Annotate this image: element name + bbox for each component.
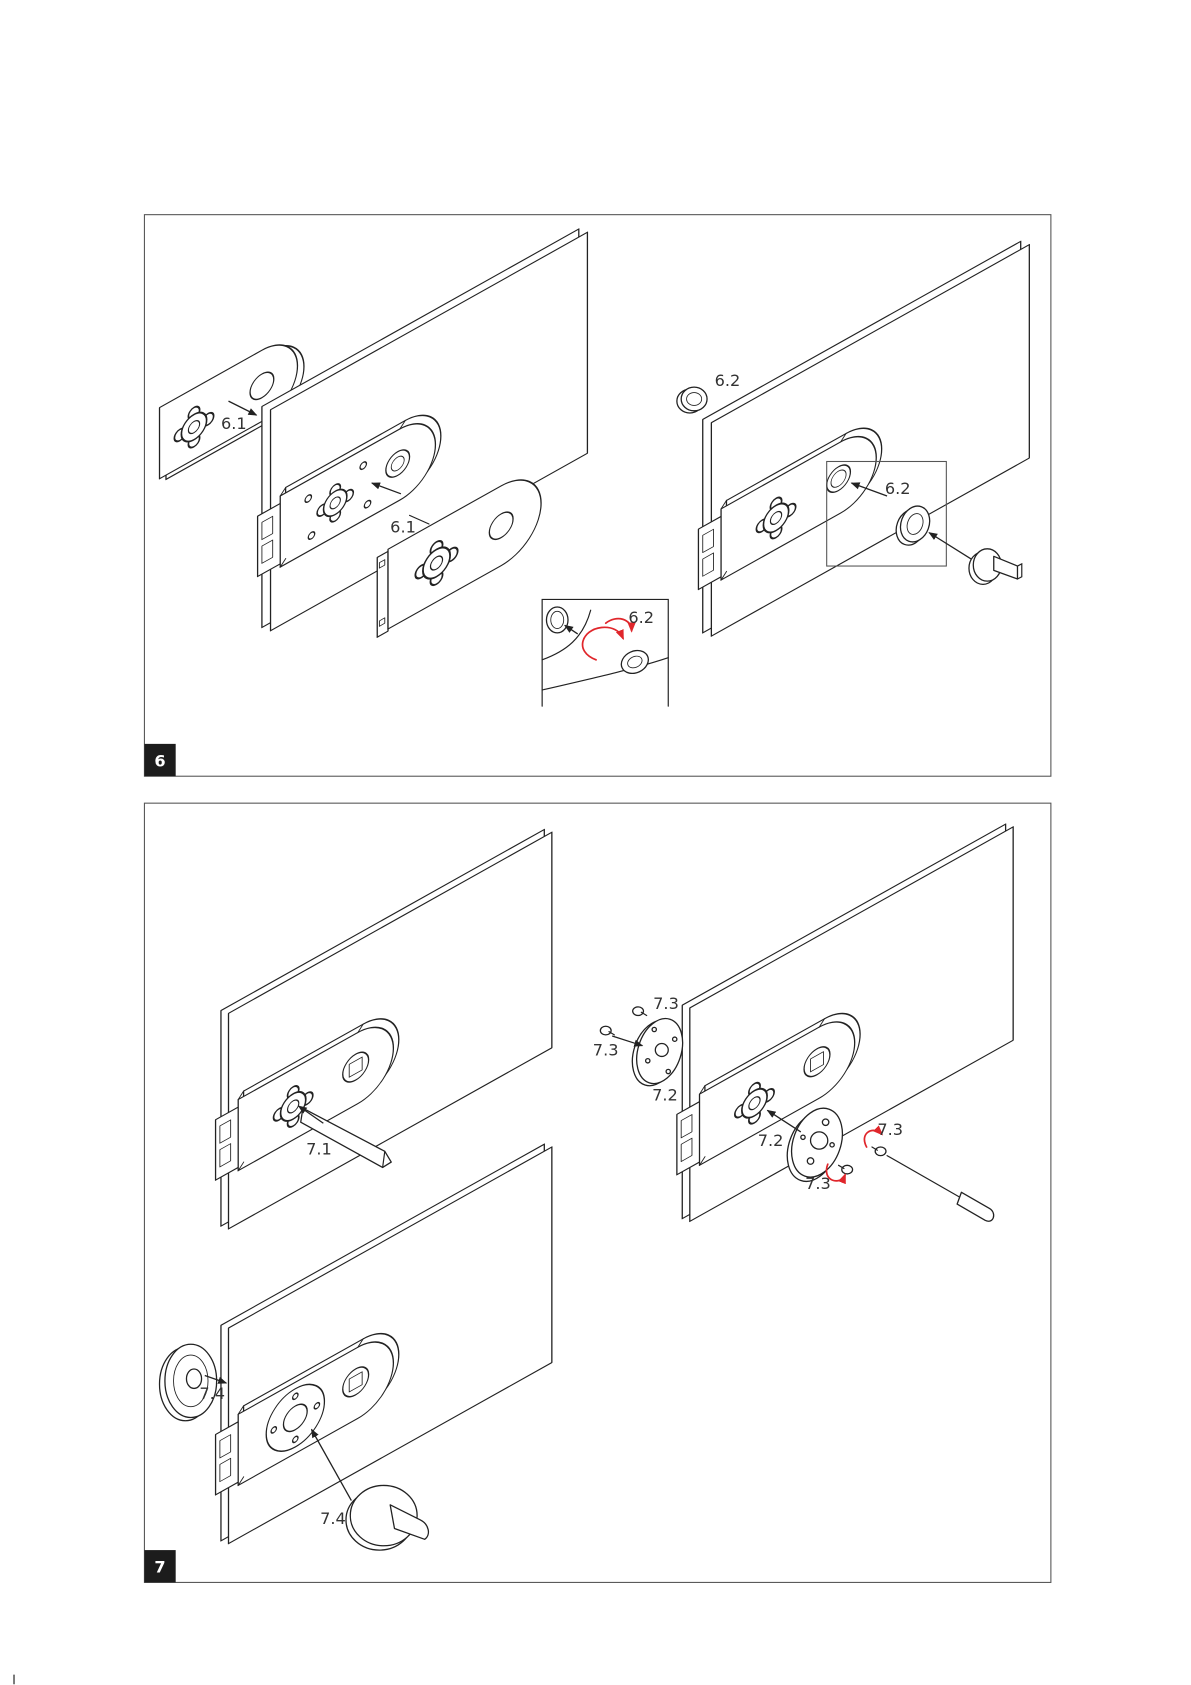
rear-rose-center [655, 1044, 668, 1057]
step-7-number: 7 [154, 1558, 165, 1577]
front-rose-hole [822, 1119, 828, 1125]
screw-head-icon [633, 1007, 644, 1016]
front-rose-hole [807, 1158, 813, 1164]
callout-7-4-rose: 7.4 [199, 1384, 225, 1403]
callout-7-2-front: 7.2 [758, 1131, 784, 1150]
callout-7-2-rear: 7.2 [652, 1086, 678, 1105]
arrow-spindle [929, 533, 975, 562]
callout-7-1: 7.1 [306, 1140, 332, 1159]
rear-rose-hole [666, 1069, 670, 1073]
spare-ring [677, 387, 707, 413]
front-rose-center [811, 1132, 828, 1149]
insert-arrow [565, 625, 578, 634]
screwdriver-icon [887, 1156, 994, 1222]
lock-hole-inner [551, 611, 564, 628]
spindle-end [1017, 564, 1021, 579]
rotation-detail-inset: 6.2 [542, 599, 668, 706]
screw-rear-left [600, 1026, 614, 1035]
rear-rose [624, 1013, 690, 1092]
step-7-panel: 7.1 7.4 7.4 [144, 803, 1050, 1582]
screw-front-bottom [839, 1165, 853, 1174]
callout-7-3-front-bottom: 7.3 [805, 1174, 831, 1193]
rear-rose-hole [652, 1027, 656, 1031]
rear-rose-hole [646, 1059, 650, 1063]
callout-7-3-rear-top: 7.3 [653, 994, 679, 1013]
step-6-number: 6 [154, 752, 165, 771]
screw-rear-top [633, 1007, 647, 1016]
step-6-panel: 6.1 6.1 6.2 [144, 215, 1050, 777]
callout-6-2-fit: 6.2 [885, 479, 911, 498]
callout-7-3-front-right: 7.3 [877, 1120, 903, 1139]
rotate-arrow-icon [583, 627, 623, 659]
screw-head-icon [875, 1147, 886, 1156]
callout-6-2-rotate: 6.2 [628, 608, 654, 627]
spare-ring-inner [687, 393, 702, 406]
front-rose-hole [801, 1135, 805, 1139]
screw-front-right [872, 1147, 886, 1156]
screwdriver-shaft [887, 1156, 962, 1199]
lever-knob [346, 1485, 428, 1550]
thumbturn-knob [969, 549, 1022, 585]
callout-7-3-rear-left: 7.3 [593, 1040, 619, 1059]
callout-6-1-rear: 6.1 [221, 414, 247, 433]
callout-6-2-spare: 6.2 [715, 371, 741, 390]
screw-head-icon [600, 1026, 611, 1035]
callout-7-4-knob: 7.4 [320, 1509, 346, 1528]
screwdriver-handle [957, 1192, 994, 1221]
screw-head-icon [842, 1165, 853, 1174]
rear-rose-hole [673, 1037, 677, 1041]
callout-6-1-front: 6.1 [390, 518, 416, 537]
door-edge-line [542, 658, 668, 690]
front-rose-hole [830, 1143, 834, 1147]
cover-rose [160, 1344, 217, 1421]
